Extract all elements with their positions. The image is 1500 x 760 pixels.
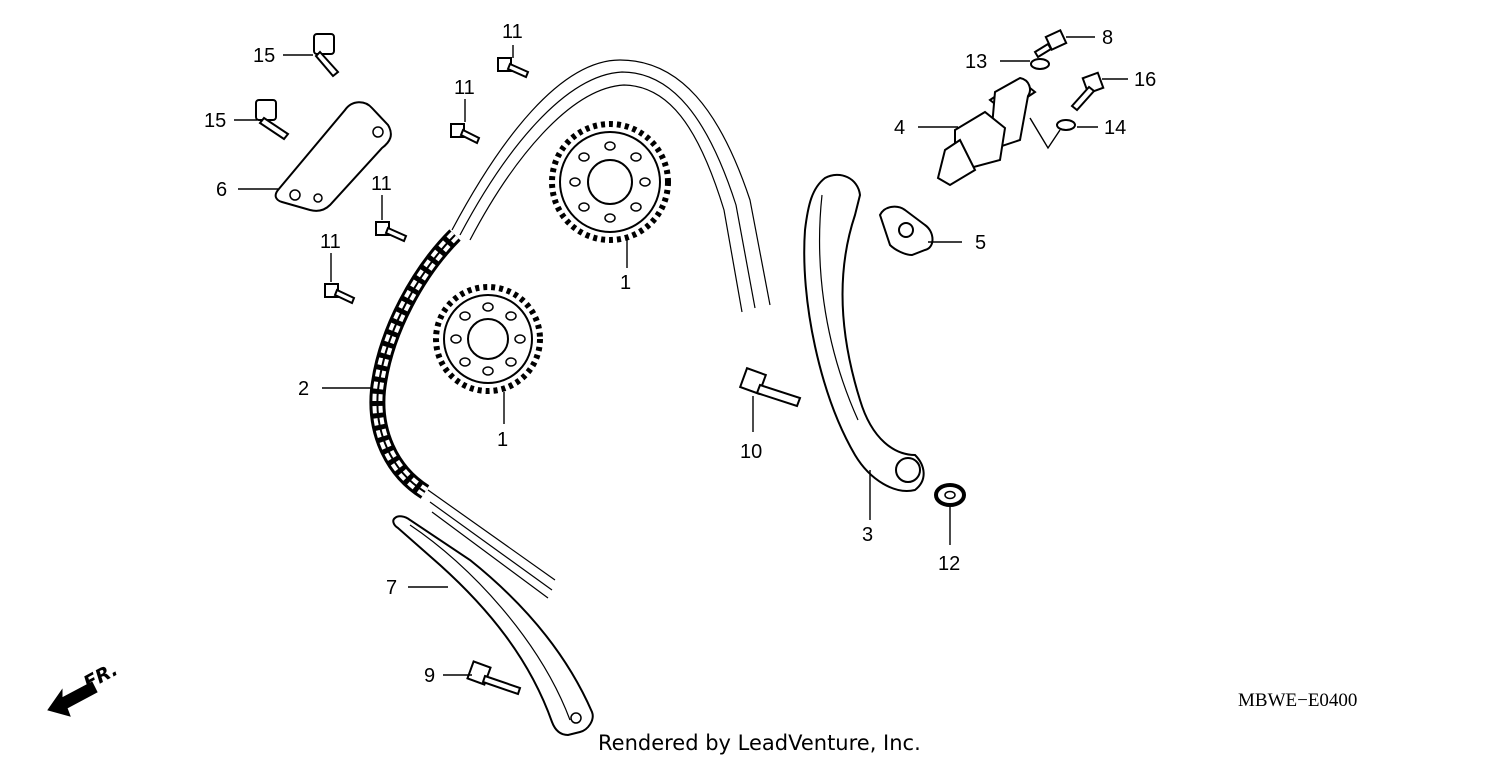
callout-5: 5 xyxy=(975,232,986,254)
tensioner-gasket[interactable] xyxy=(878,205,934,257)
washer-14[interactable] xyxy=(1056,119,1076,131)
callout-2: 2 xyxy=(298,378,309,400)
callout-11-c: 11 xyxy=(371,173,392,195)
bolt-8[interactable] xyxy=(1033,28,1068,59)
leader-lines xyxy=(234,36,1128,676)
bolt-11d[interactable] xyxy=(324,283,356,305)
callout-15-a: 15 xyxy=(253,45,275,67)
callout-10: 10 xyxy=(740,441,762,463)
callout-8: 8 xyxy=(1102,27,1113,49)
callout-14: 14 xyxy=(1104,117,1126,139)
bolt-11a[interactable] xyxy=(497,57,530,79)
bolt-11c[interactable] xyxy=(375,221,408,243)
callout-1-upper: 1 xyxy=(620,272,631,294)
tensioner-lifter[interactable] xyxy=(936,76,1037,187)
callout-3: 3 xyxy=(862,524,873,546)
render-credit: Rendered by LeadVenture, Inc. xyxy=(598,731,921,755)
callout-9: 9 xyxy=(424,665,435,687)
callout-11-a: 11 xyxy=(502,21,523,43)
cam-sprocket-upper[interactable] xyxy=(549,121,671,243)
bolt-15a[interactable] xyxy=(313,33,340,78)
bolt-9[interactable] xyxy=(466,660,522,696)
callout-6: 6 xyxy=(216,179,227,201)
chain-guide[interactable] xyxy=(392,515,594,737)
callout-7: 7 xyxy=(386,577,397,599)
callout-11-b: 11 xyxy=(454,77,475,99)
washer-13[interactable] xyxy=(1030,58,1050,70)
bolt-15b[interactable] xyxy=(255,99,290,141)
callout-11-d: 11 xyxy=(320,231,341,253)
front-arrow-icon: FR. xyxy=(47,658,121,717)
callout-15-b: 15 xyxy=(204,110,226,132)
diagram-code: MBWE−E0400 xyxy=(1238,690,1357,711)
cam-chain[interactable] xyxy=(369,59,771,599)
bolt-16[interactable] xyxy=(1070,71,1105,112)
callout-4: 4 xyxy=(894,117,905,139)
callout-labels: 1 1 2 3 4 5 6 7 8 9 10 11 11 11 11 12 13… xyxy=(204,21,1156,687)
tensioner-arm[interactable] xyxy=(803,173,925,492)
callout-1-lower: 1 xyxy=(497,429,508,451)
chain-guide-plate[interactable] xyxy=(274,101,392,212)
bolt-10[interactable] xyxy=(738,366,802,408)
bolt-11b[interactable] xyxy=(450,123,481,145)
cam-sprocket-lower[interactable] xyxy=(433,284,543,394)
callout-13: 13 xyxy=(965,51,987,73)
callout-16: 16 xyxy=(1134,69,1156,91)
washer-12[interactable] xyxy=(934,483,966,507)
callout-12: 12 xyxy=(938,553,960,575)
